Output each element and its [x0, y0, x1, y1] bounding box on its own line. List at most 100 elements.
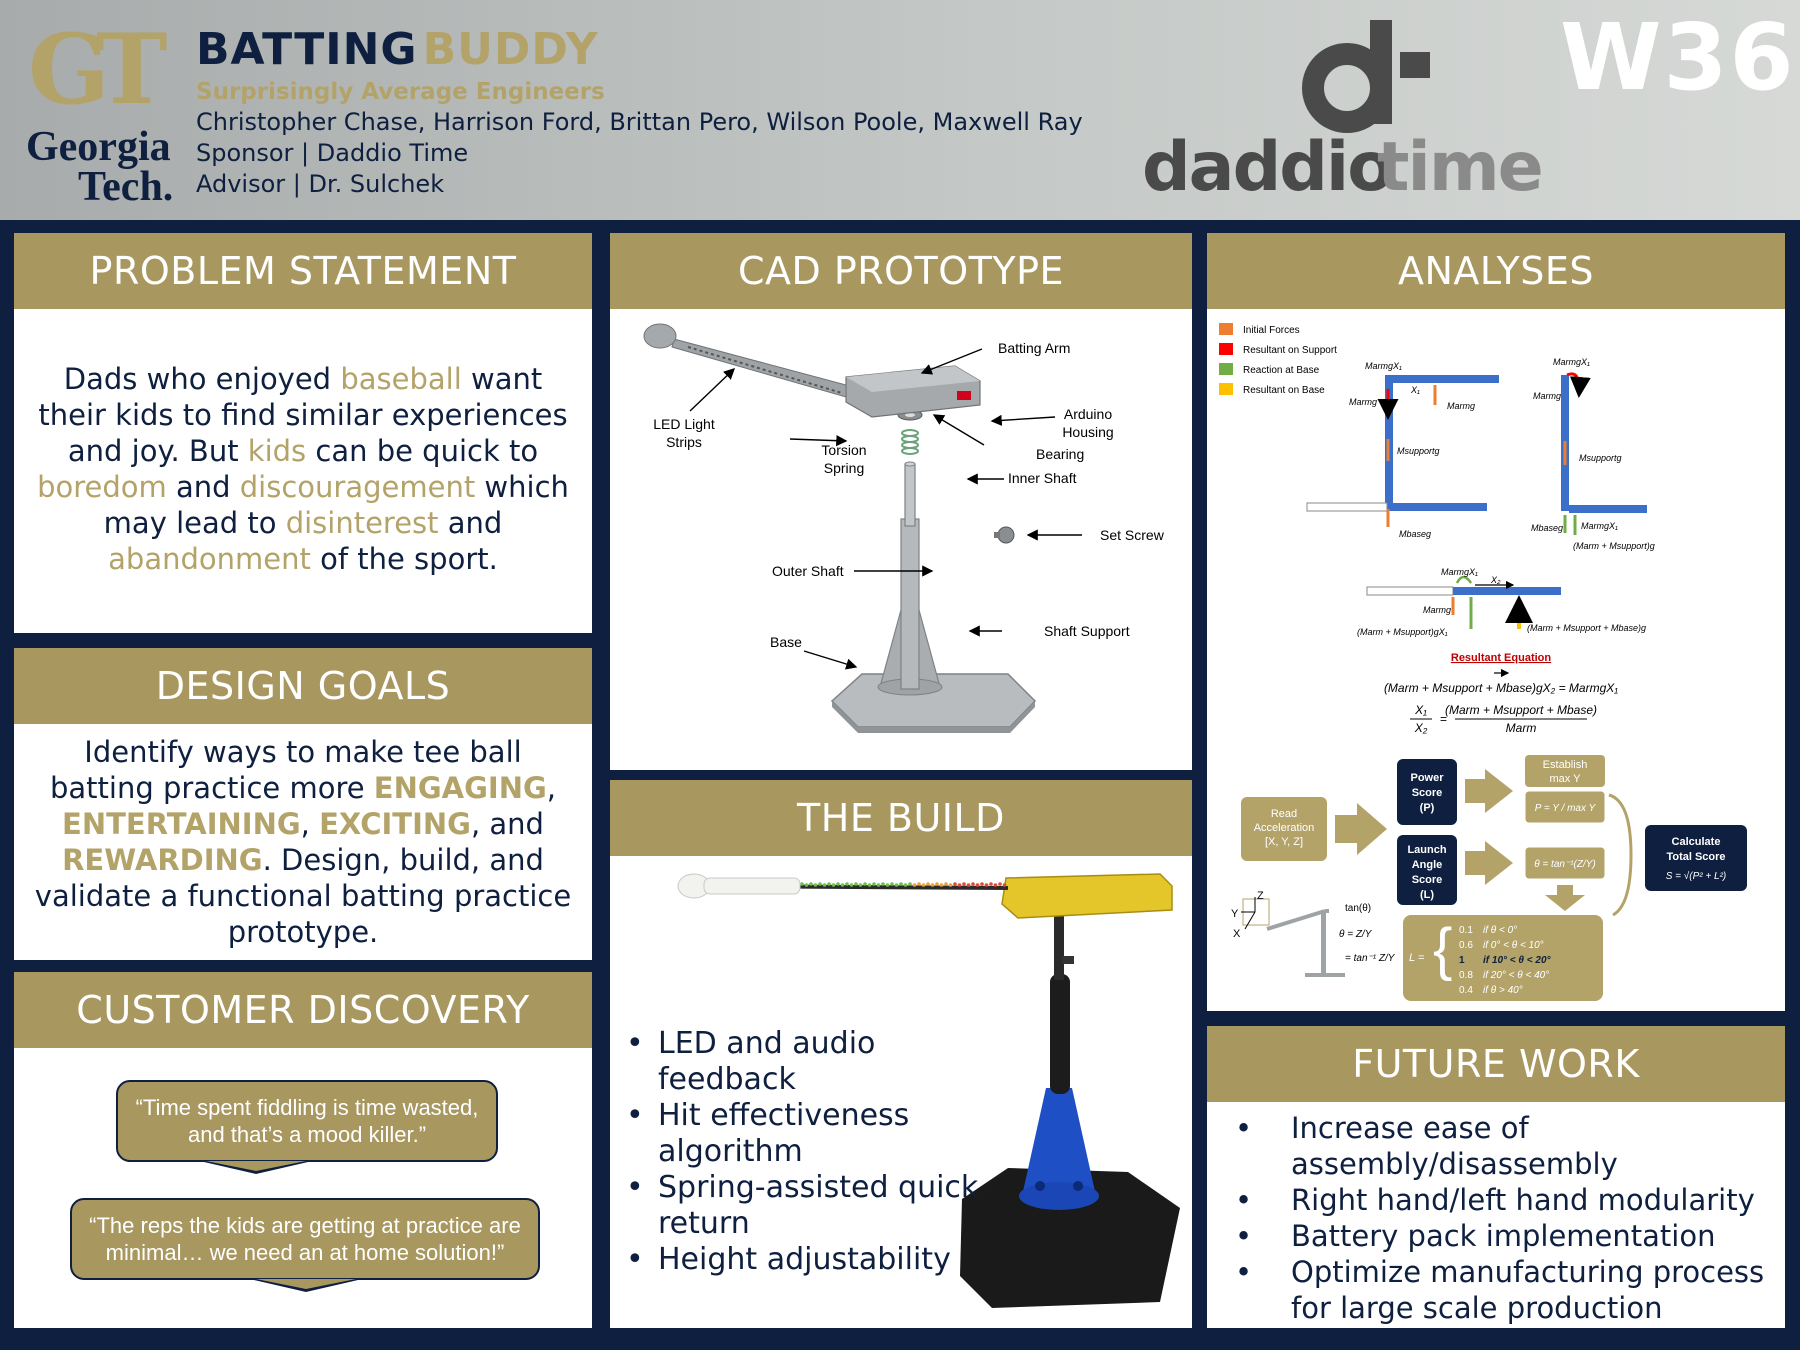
flow-text: Launch	[1407, 844, 1446, 856]
fbd1-support-weight-label: Msupportg	[1397, 446, 1440, 456]
flow-launch-angle-score	[1397, 835, 1457, 905]
highlight-word: disinterest	[285, 506, 439, 540]
led-dot	[921, 883, 926, 887]
leader-base	[803, 650, 858, 670]
tan-text: θ = Z/Y	[1339, 929, 1373, 940]
list-item: Spring-assisted quick return	[618, 1170, 998, 1242]
daddio-time-logo: daddio time	[1140, 16, 1560, 206]
led-dot	[917, 882, 921, 886]
leader-batting-arm	[920, 348, 983, 375]
piecewise-value: 0.1	[1459, 925, 1473, 936]
resultant-equation-title: Resultant Equation	[1451, 652, 1552, 664]
flow-text: Read	[1271, 808, 1297, 820]
label-set-screw: Set Screw	[1100, 527, 1165, 543]
led-dot	[827, 882, 831, 886]
the-build-header: THE BUILD	[610, 780, 1192, 856]
fbd3-total-force-label: (Marm + Msupport + Mbase)g	[1527, 623, 1646, 633]
text-run: want their kids to find similar experien…	[38, 362, 568, 468]
flow-establish-max-y	[1525, 755, 1605, 787]
led-dot	[881, 882, 885, 886]
cad-torsion-spring	[901, 429, 919, 455]
problem-statement-panel: PROBLEM STATEMENT Dads who enjoyed baseb…	[14, 233, 592, 633]
highlight-word: EXCITING	[319, 807, 471, 841]
build-set-screw	[1062, 956, 1074, 964]
flow-launch-piecewise	[1403, 915, 1603, 1001]
highlight-word: ENTERTAINING	[62, 807, 301, 841]
legend-label: Resultant on Base	[1243, 385, 1325, 396]
led-dot	[809, 882, 813, 886]
customer-discovery-panel: CUSTOMER DISCOVERY “Time spent fiddling …	[14, 972, 592, 1328]
led-dot	[800, 882, 804, 886]
text-run: and	[166, 470, 240, 504]
leader-bearing	[932, 414, 985, 446]
flow-text: max Y	[1550, 773, 1582, 785]
led-dot	[975, 883, 980, 887]
led-dot	[876, 883, 881, 887]
board-id: W36	[1560, 4, 1796, 111]
highlight-word: boredom	[37, 470, 167, 504]
eq2-lhs-numerator: X₁	[1414, 703, 1427, 717]
fbd2-moment-label: MarmgX₁	[1553, 357, 1590, 367]
flow-arrow-icon	[1465, 769, 1513, 813]
flow-text: (P)	[1420, 802, 1435, 814]
the-build-panel: THE BUILD LED and audio feedback Hit eff…	[610, 780, 1192, 1328]
cad-inner-shaft	[904, 463, 916, 527]
fbd2-arm-weight-label: Marmg	[1533, 391, 1561, 401]
led-dot	[1002, 883, 1007, 887]
cad-led-strip	[687, 346, 843, 394]
led-dot	[953, 882, 957, 886]
label-shaft-support: Shaft Support	[1044, 623, 1130, 639]
fbd2-base-weight-label: Mbaseg	[1531, 523, 1563, 533]
text-run: and	[438, 506, 503, 540]
cad-set-screw	[994, 526, 1015, 544]
flow-text: Power	[1410, 772, 1444, 784]
text-run: Identify ways to make tee ball batting p…	[49, 735, 522, 805]
flow-formula: S = √(P² + L²)	[1666, 870, 1727, 882]
highlight-word: baseball	[340, 362, 462, 396]
customer-quote-2: “The reps the kids are getting at practi…	[70, 1198, 540, 1280]
free-body-diagram-2: MarmgX₁ Marmg Msupportg Mbaseg MarmgX₁ (…	[1531, 357, 1655, 551]
led-dot	[930, 883, 935, 887]
led-dot	[890, 882, 894, 886]
design-goals-body: Identify ways to make tee ball batting p…	[14, 724, 592, 960]
poster-title: BATTING BUDDY	[196, 24, 1083, 75]
design-goals-title: DESIGN GOALS	[155, 664, 451, 708]
cad-housing-led	[957, 391, 971, 400]
cad-diagram: Batting Arm LED Light Strips Arduino Hou…	[643, 323, 1165, 733]
fbd1-arm-weight-label-2: Marmg	[1447, 401, 1475, 411]
led-dot	[818, 882, 822, 886]
georgia-tech-logo: GT Georgia Tech.	[24, 22, 184, 209]
fbd2-reaction-moment-label: MarmgX₁	[1581, 521, 1618, 531]
highlight-word: ENGAGING	[373, 771, 547, 805]
eq2-rhs-numerator: (Marm + Msupport + Mbase)	[1445, 703, 1597, 717]
led-dot	[912, 883, 917, 887]
led-dot	[908, 882, 912, 886]
flow-formula: θ = tan⁻¹(Z/Y)	[1534, 859, 1596, 870]
led-dot	[849, 883, 854, 887]
led-dot	[980, 882, 984, 886]
flow-text: [X, Y, Z]	[1265, 836, 1303, 848]
customer-discovery-header: CUSTOMER DISCOVERY	[14, 972, 592, 1048]
title-block: BATTING BUDDY Surprisingly Average Engin…	[196, 24, 1083, 198]
led-dot	[939, 883, 944, 887]
piecewise-value: 1	[1459, 955, 1465, 966]
sponsor-line: Sponsor | Daddio Time	[196, 139, 469, 167]
build-feature-list: LED and audio feedback Hit effectiveness…	[618, 1026, 998, 1278]
legend-label: Resultant on Support	[1243, 345, 1337, 356]
text-run: . Design, build, and validate a function…	[34, 843, 572, 949]
future-work-panel: FUTURE WORK Increase ease of assembly/di…	[1207, 1026, 1785, 1328]
design-goals-text: Identify ways to make tee ball batting p…	[32, 734, 574, 950]
analyses-body: Initial Forces Resultant on Support Reac…	[1207, 309, 1785, 1011]
led-dot	[899, 882, 903, 886]
scoring-flowchart: Read Acceleration [X, Y, Z] Power Score …	[1231, 755, 1747, 1001]
legend-swatch-base	[1219, 383, 1233, 395]
analyses-title: ANALYSES	[1397, 249, 1594, 293]
build-inner-shaft	[1054, 908, 1064, 980]
quote-2-tail-fill	[256, 1279, 356, 1289]
leader-arduino-housing	[990, 414, 1056, 426]
flow-arrow-icon	[1465, 841, 1513, 885]
led-dot	[858, 883, 863, 887]
build-shaft-support	[1022, 1088, 1096, 1196]
led-dot	[948, 883, 953, 887]
flow-text: Score	[1412, 874, 1443, 886]
